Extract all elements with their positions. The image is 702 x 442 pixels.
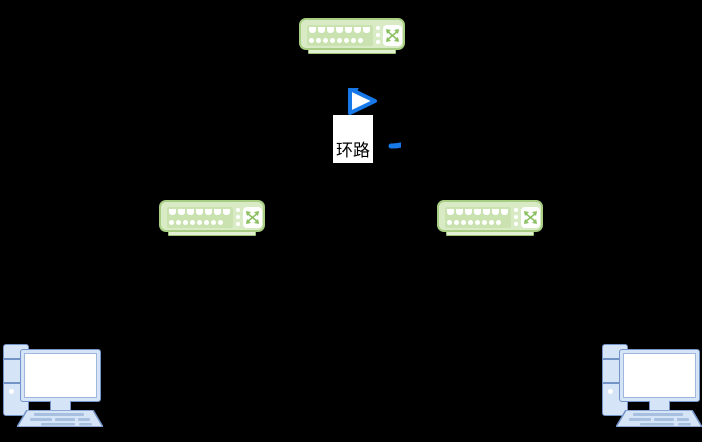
switch-port (501, 209, 508, 215)
switch-led (190, 220, 195, 225)
switch-led (461, 220, 466, 225)
switch-led (204, 220, 209, 225)
switch-led (351, 38, 356, 43)
switch-led (337, 38, 342, 43)
switch-led (323, 38, 328, 43)
switch-led (218, 220, 223, 225)
computer-right[interactable] (599, 336, 702, 433)
switch-port (214, 209, 221, 215)
switch-led (183, 220, 188, 225)
switch-body (437, 200, 543, 232)
switch-status-dot (376, 26, 380, 30)
switch-body (299, 18, 405, 50)
tower-divider (603, 382, 627, 384)
loop-indicator: 环路 (305, 88, 401, 186)
switch-status-dot (236, 222, 240, 226)
switch-port (327, 27, 334, 33)
switch-status-dot (514, 222, 518, 226)
switch-status-dots (236, 208, 240, 226)
power-led-icon (9, 389, 14, 394)
switch-port (465, 209, 472, 215)
switch-led (358, 38, 363, 43)
tower-divider (4, 358, 28, 360)
switch-port-panel (167, 207, 233, 228)
switch-port-panel (445, 207, 511, 228)
switch-led (211, 220, 216, 225)
switch-led (482, 220, 487, 225)
switch-top[interactable] (299, 18, 405, 58)
switch-led (454, 220, 459, 225)
computer-monitor (20, 349, 101, 402)
power-led-icon (608, 389, 613, 394)
switch-port (474, 209, 481, 215)
switch-port (336, 27, 343, 33)
switch-led (447, 220, 452, 225)
switch-port (223, 209, 230, 215)
switch-status-dot (236, 215, 240, 219)
switch-led (496, 220, 501, 225)
computer-screen (623, 353, 696, 398)
switch-port-row-top (169, 209, 230, 215)
computer-keyboard (616, 410, 702, 427)
switch-port (318, 27, 325, 33)
switch-port (187, 209, 194, 215)
switch-status-dot (376, 40, 380, 44)
switch-led (169, 220, 174, 225)
four-way-arrow-icon (243, 207, 262, 228)
switch-right[interactable] (437, 200, 543, 240)
computer-keyboard (17, 410, 103, 427)
switch-port (483, 209, 490, 215)
switch-port (196, 209, 203, 215)
switch-led-row-bottom (447, 219, 501, 225)
loop-arrow-icon (348, 88, 401, 149)
switch-port (354, 27, 361, 33)
switch-port (178, 209, 185, 215)
switch-led (489, 220, 494, 225)
switch-led (475, 220, 480, 225)
switch-port (363, 27, 370, 33)
switch-port-row-top (447, 209, 508, 215)
switch-led (330, 38, 335, 43)
switch-left[interactable] (159, 200, 265, 240)
switch-status-dot (376, 33, 380, 37)
switch-port (456, 209, 463, 215)
switch-led (309, 38, 314, 43)
switch-led (316, 38, 321, 43)
switch-status-dot (236, 208, 240, 212)
computer-screen (24, 353, 97, 398)
switch-port-row-top (309, 27, 370, 33)
switch-port-panel (307, 25, 373, 46)
switch-status-dot (514, 208, 518, 212)
four-way-arrow-icon (521, 207, 540, 228)
computer-monitor (619, 349, 700, 402)
switch-led-row-bottom (309, 37, 363, 43)
loop-label: 环路 (333, 115, 373, 163)
switch-led (176, 220, 181, 225)
switch-port (169, 209, 176, 215)
switch-status-dots (514, 208, 518, 226)
tower-divider (603, 358, 627, 360)
switch-led (197, 220, 202, 225)
switch-port (447, 209, 454, 215)
computer-left[interactable] (0, 336, 103, 433)
switch-port (309, 27, 316, 33)
switch-port (345, 27, 352, 33)
switch-led (344, 38, 349, 43)
switch-status-dot (514, 215, 518, 219)
switch-port (492, 209, 499, 215)
switch-led-row-bottom (169, 219, 223, 225)
switch-status-dots (376, 26, 380, 44)
four-way-arrow-icon (383, 25, 402, 46)
switch-led (468, 220, 473, 225)
tower-divider (4, 382, 28, 384)
switch-port (205, 209, 212, 215)
switch-body (159, 200, 265, 232)
